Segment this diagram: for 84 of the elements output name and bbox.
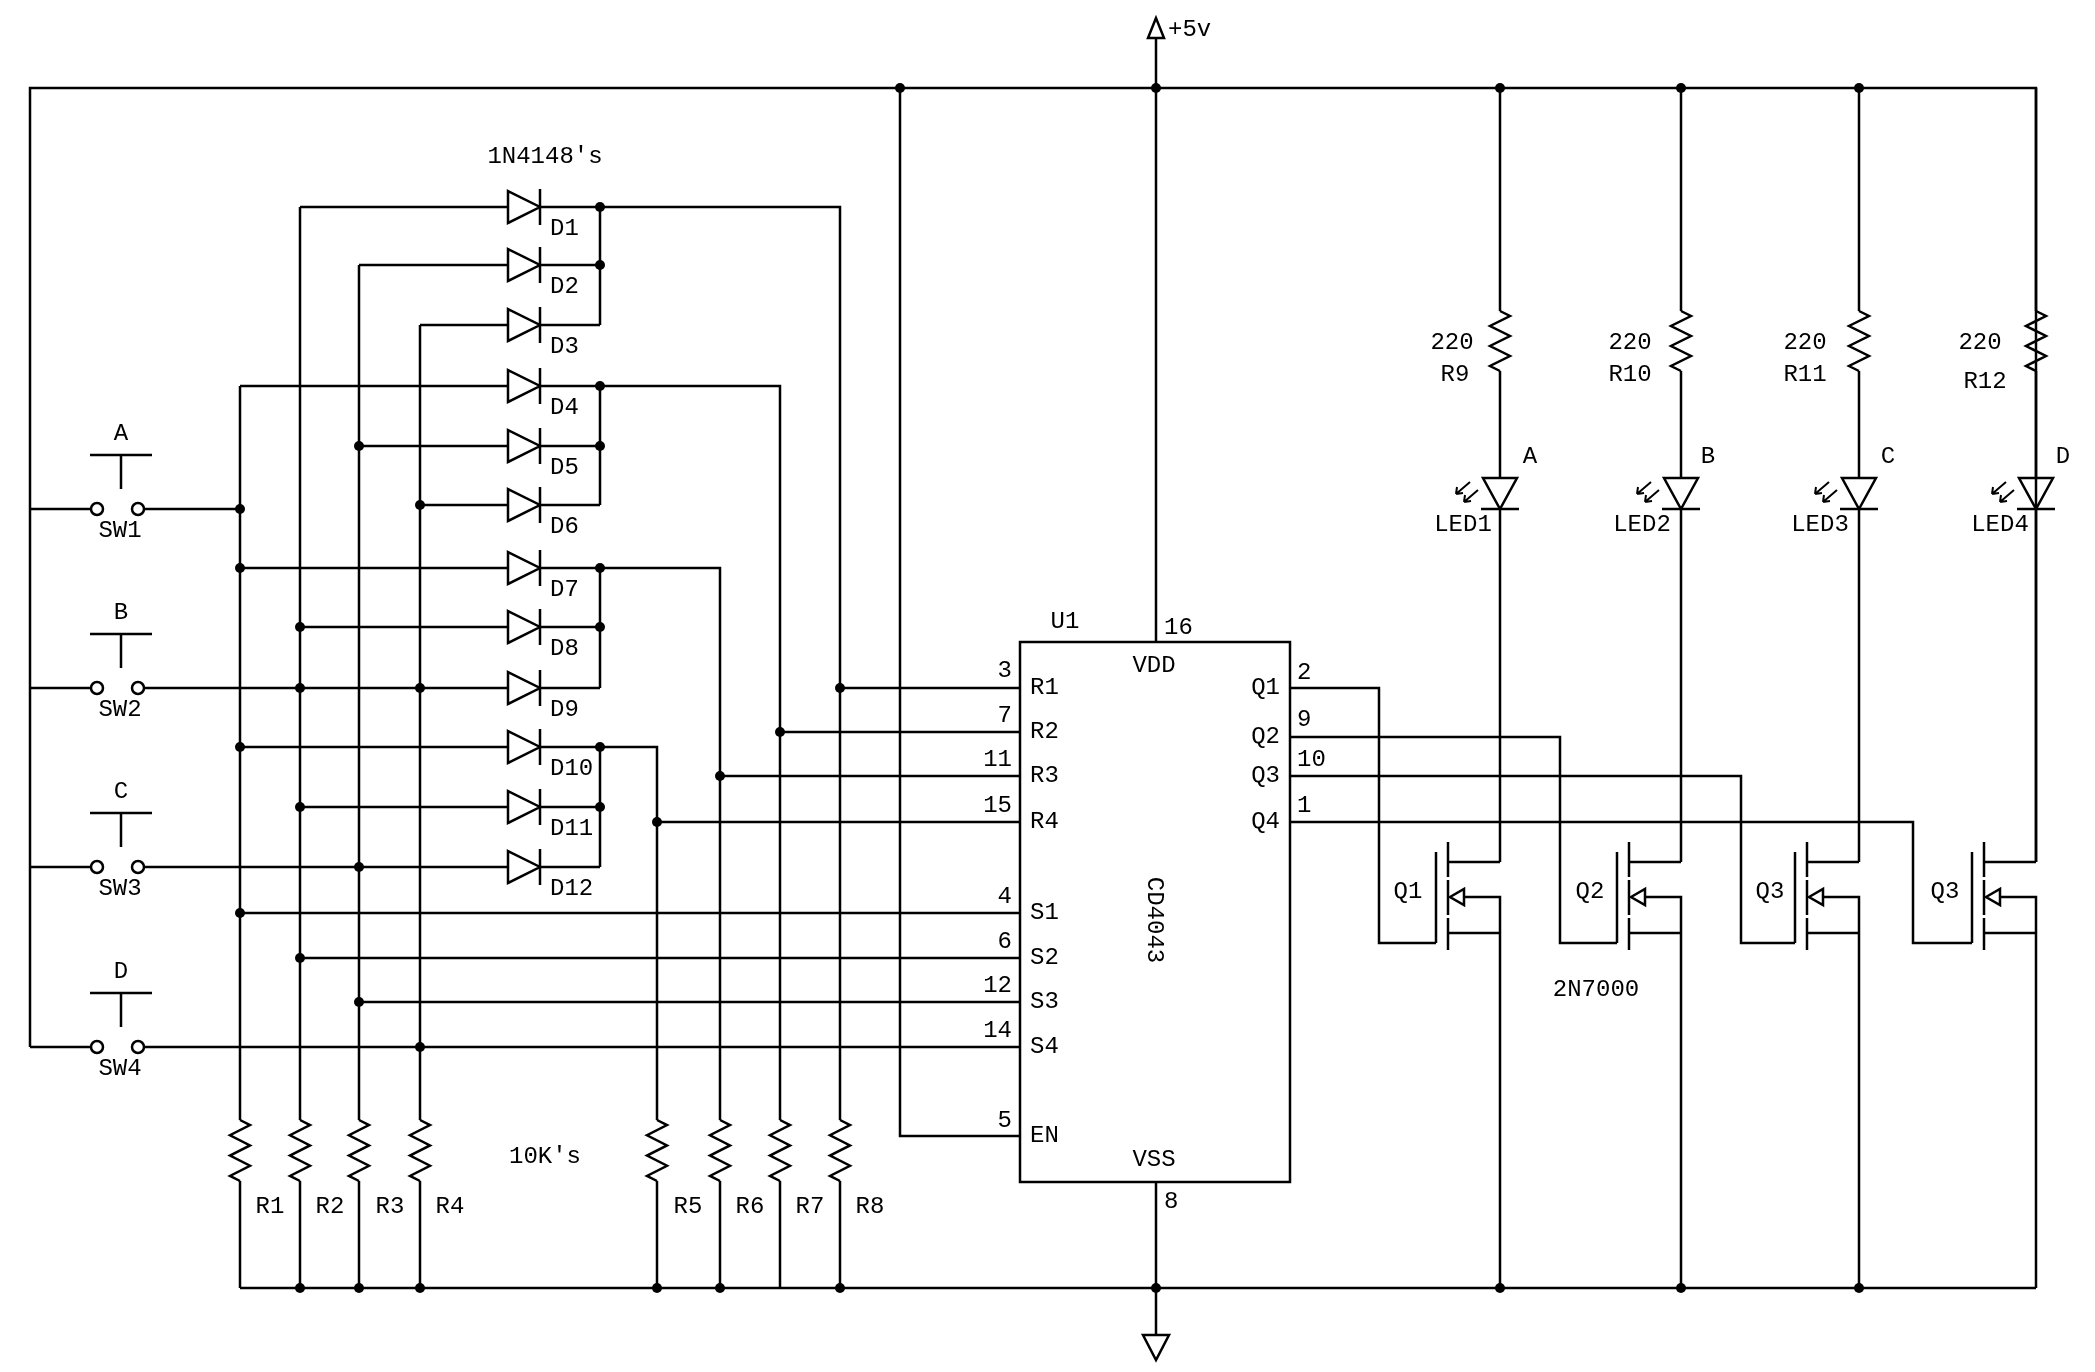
pin-name-label: VSS	[1132, 1148, 1176, 1172]
pin-number: 8	[1164, 1190, 1179, 1214]
reference-designator: R10	[1608, 363, 1652, 387]
pin-name-label: S1	[1030, 901, 1059, 925]
led-letter-label: C	[1880, 445, 1896, 469]
pin-number: 11	[983, 748, 1012, 772]
reference-designator: SW3	[98, 877, 142, 901]
reference-designator: D8	[550, 637, 579, 661]
pin-number: 9	[1297, 708, 1312, 732]
pin-number: 16	[1164, 616, 1193, 640]
pin-name-label: Q3	[1251, 764, 1280, 788]
reference-designator: LED4	[1971, 513, 2029, 537]
led-letter-label: B	[1700, 445, 1716, 469]
reference-designator: D6	[550, 515, 579, 539]
reference-designator: D9	[550, 698, 579, 722]
pin-name-label: S4	[1030, 1035, 1059, 1059]
reference-designator: Q3	[1930, 880, 1960, 904]
reference-designator: D7	[550, 578, 579, 602]
supply-label: +5v	[1168, 18, 1212, 42]
reference-designator: R7	[795, 1195, 825, 1219]
reference-designator: D2	[550, 275, 579, 299]
part-value-label: 2N7000	[1552, 978, 1640, 1002]
led-letter-label: A	[1522, 445, 1538, 469]
pin-number: 2	[1297, 661, 1312, 685]
switch-letter-label: D	[113, 960, 129, 984]
pin-number: 12	[983, 974, 1012, 998]
part-value-label: 220	[1958, 331, 2002, 355]
reference-designator: D11	[550, 817, 594, 841]
pin-number: 3	[997, 659, 1012, 683]
part-value-label: 220	[1430, 331, 1474, 355]
reference-designator: R6	[735, 1195, 765, 1219]
reference-designator: LED1	[1434, 513, 1492, 537]
reference-designator: SW4	[98, 1057, 142, 1081]
reference-designator: Q3	[1755, 880, 1785, 904]
switch-letter-label: A	[113, 422, 129, 446]
pin-name-label: R4	[1030, 810, 1059, 834]
pin-number: 7	[997, 704, 1012, 728]
pin-name-label: Q4	[1251, 810, 1280, 834]
pin-name-label: Q1	[1251, 676, 1280, 700]
pin-name-label: Q2	[1251, 725, 1280, 749]
pin-number: 15	[983, 794, 1012, 818]
pin-number: 4	[997, 885, 1012, 909]
part-value-label: 10K's	[509, 1145, 581, 1169]
reference-designator: U1	[1050, 610, 1080, 634]
reference-designator: R8	[855, 1195, 885, 1219]
pin-name-label: R2	[1030, 720, 1059, 744]
led-letter-label: D	[2055, 445, 2071, 469]
reference-designator: D10	[550, 757, 594, 781]
switch-letter-label: B	[113, 601, 129, 625]
pin-number: 6	[997, 930, 1012, 954]
pin-name-label: S2	[1030, 946, 1059, 970]
reference-designator: R5	[673, 1195, 703, 1219]
reference-designator: D5	[550, 456, 579, 480]
reference-designator: LED2	[1613, 513, 1671, 537]
reference-designator: R3	[375, 1195, 405, 1219]
reference-designator: R2	[315, 1195, 345, 1219]
pin-name-label: R3	[1030, 764, 1059, 788]
reference-designator: Q1	[1393, 880, 1423, 904]
pin-number: 14	[983, 1019, 1012, 1043]
reference-designator: D4	[550, 396, 579, 420]
reference-designator: SW2	[98, 698, 142, 722]
pin-number: 1	[1297, 794, 1312, 818]
reference-designator: D1	[550, 217, 579, 241]
part-value-label: 1N4148's	[487, 145, 603, 169]
pin-number: 10	[1297, 748, 1326, 772]
reference-designator: D3	[550, 335, 579, 359]
pin-name-label: S3	[1030, 990, 1059, 1014]
part-value-label: 220	[1608, 331, 1652, 355]
reference-designator: R4	[435, 1195, 465, 1219]
reference-designator: D12	[550, 877, 594, 901]
reference-designator: R12	[1963, 370, 2007, 394]
reference-designator: LED3	[1791, 513, 1849, 537]
part-number-label: CD4043	[1142, 876, 1166, 964]
pin-name-label: EN	[1030, 1124, 1059, 1148]
pin-number: 5	[997, 1109, 1012, 1133]
part-value-label: 220	[1783, 331, 1827, 355]
reference-designator: R11	[1783, 363, 1827, 387]
pin-name-label: R1	[1030, 676, 1059, 700]
reference-designator: Q2	[1575, 880, 1605, 904]
switch-letter-label: C	[113, 780, 129, 804]
reference-designator: R9	[1440, 363, 1470, 387]
reference-designator: SW1	[98, 519, 142, 543]
pin-name-label: VDD	[1132, 654, 1176, 678]
reference-designator: R1	[255, 1195, 285, 1219]
